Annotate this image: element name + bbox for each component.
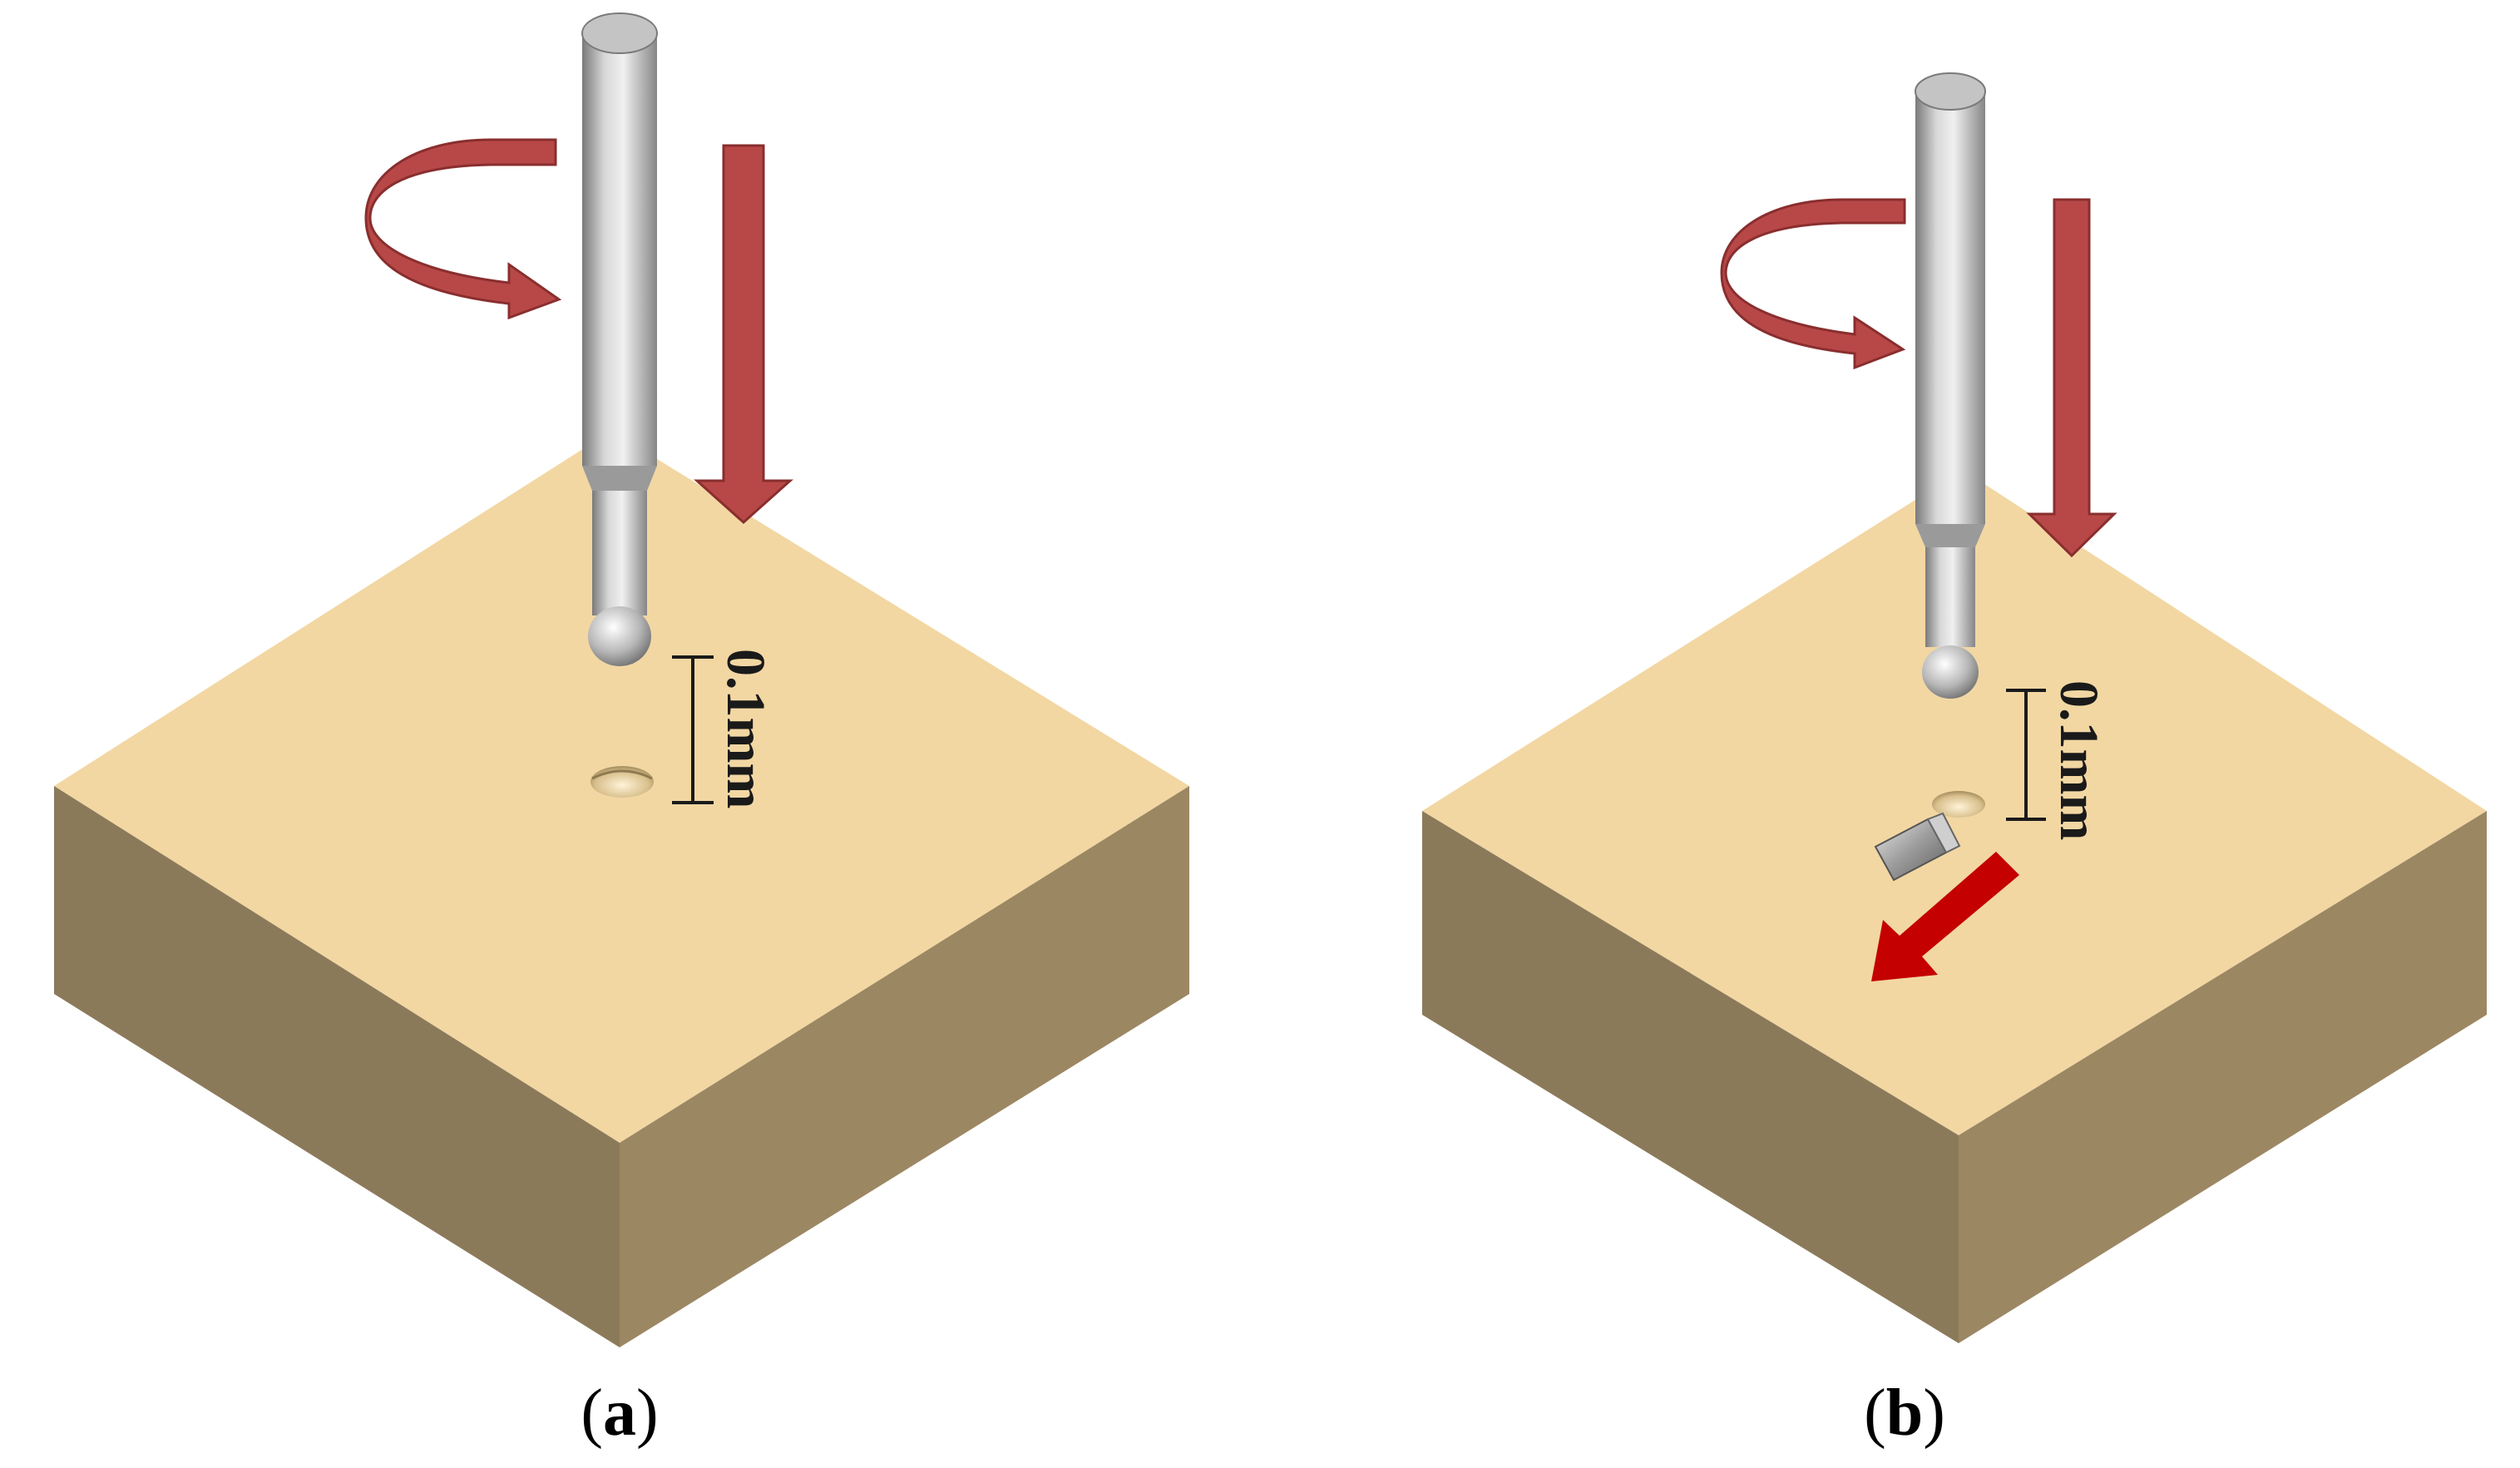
chip-direction-arrow-icon [1871,852,2019,981]
dimension-label: 0.1mm [715,649,776,808]
machined-dimple [1932,791,1985,818]
feed-down-arrow-icon [2026,198,2117,558]
block-left-face [1422,811,1959,1343]
rotation-arrow-icon [364,138,562,320]
dimension-label: 0.1mm [2048,680,2109,840]
panel-caption: (b) [1864,1377,1945,1450]
block-left-face [54,786,620,1347]
feed-down-arrow-icon [694,144,793,525]
panel-b: 0.1mm (b) [1422,72,2487,1450]
block-right-face [1959,811,2487,1343]
panel-a: 0.1mm (a) [54,12,1189,1450]
machined-dimple [590,766,654,798]
ball-end-tool [581,12,658,666]
dimension-bracket [2006,689,2046,821]
rotation-arrow-icon [1720,198,1906,370]
removed-chip [1874,812,1961,882]
ball-end-tool [1915,72,1986,699]
dimension-bracket [672,655,714,804]
block-right-face [620,786,1189,1347]
panel-caption: (a) [581,1377,658,1450]
